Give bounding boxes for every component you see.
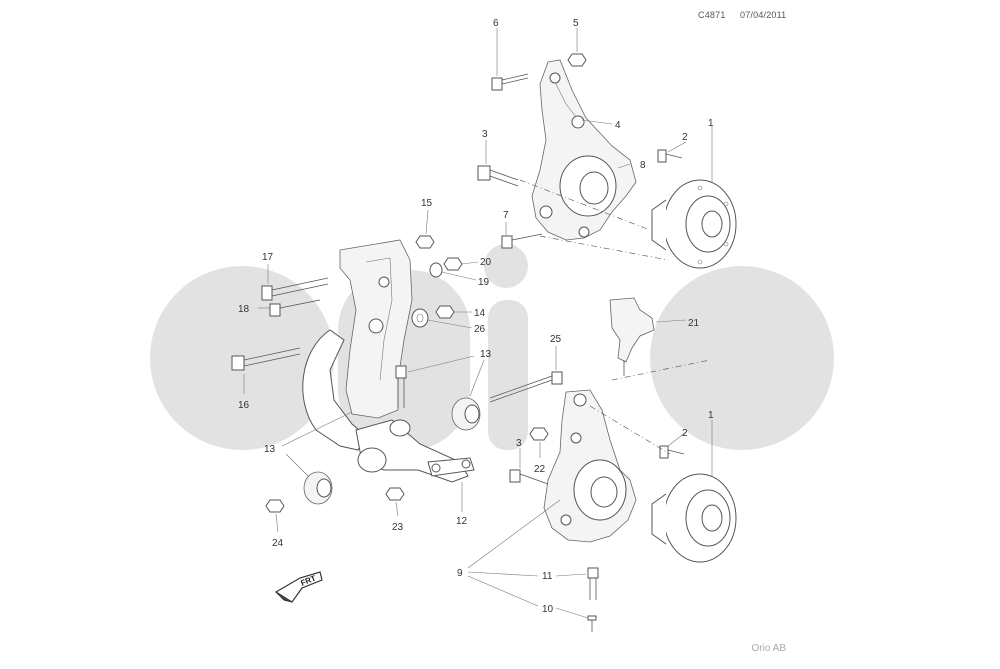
callout-2-upper: 2: [682, 132, 688, 143]
callout-13-lower: 13: [264, 444, 276, 455]
callout-9: 9: [457, 568, 463, 579]
callout-1-upper: 1: [708, 118, 714, 129]
diagram-code: C4871: [698, 10, 726, 20]
link-12: [427, 457, 475, 477]
screw-10: [587, 615, 597, 632]
bolt-17: [261, 277, 329, 301]
callout-16: 16: [238, 400, 250, 411]
bolt-25: [489, 371, 563, 403]
upper-steering-knuckle: [531, 59, 637, 241]
nut-20: [443, 257, 463, 271]
nut-23: [385, 487, 405, 501]
callout-15: 15: [421, 198, 433, 209]
bolt-11: [587, 567, 599, 600]
washer-26: [411, 308, 429, 328]
bolt-vertical-13: [395, 365, 407, 408]
callout-1-lower: 1: [708, 410, 714, 421]
callout-5: 5: [573, 18, 579, 29]
front-direction-arrow-icon: FRT: [274, 571, 323, 603]
footer-brand: Orio AB: [751, 643, 786, 654]
bolt-7: [501, 233, 543, 249]
callout-11: 11: [542, 571, 553, 582]
bolt-18: [269, 299, 321, 317]
callout-3-lower: 3: [516, 438, 522, 449]
nut-24: [265, 499, 285, 513]
bushing-13: [451, 397, 481, 431]
callout-8: 8: [640, 160, 646, 171]
bolt-3-upper: [477, 165, 519, 187]
callout-10: 10: [542, 604, 554, 615]
callout-17: 17: [262, 252, 274, 263]
diagram-date: 07/04/2011: [740, 10, 787, 20]
callout-21: 21: [688, 318, 700, 329]
callout-22: 22: [534, 464, 546, 475]
callout-3-upper: 3: [482, 129, 488, 140]
upper-wheel-hub: [651, 179, 737, 269]
subframe-bracket: [339, 239, 413, 419]
lower-steering-knuckle: [543, 389, 637, 543]
lower-wheel-hub: [651, 473, 737, 563]
callout-18: 18: [238, 304, 250, 315]
callout-24: 24: [272, 538, 284, 549]
washer-19: [429, 262, 443, 278]
orio-watermark-logo: [150, 244, 834, 450]
callout-6: 6: [493, 18, 499, 29]
callout-25: 25: [550, 334, 562, 345]
nut-14: [435, 305, 455, 319]
bushing-24-cylinder: [303, 471, 333, 505]
leader-lines: [243, 28, 713, 619]
callout-labels: 6 5 4 3 2 1 8 7 15 17 18 20 19 14 26 13 …: [238, 18, 714, 615]
callout-19: 19: [478, 277, 490, 288]
nut-15: [415, 235, 435, 249]
callout-13-upper: 13: [480, 349, 492, 360]
bolt-16: [231, 347, 301, 371]
bolt-2-lower: [659, 445, 685, 459]
bolt-2-upper: [657, 149, 683, 163]
callout-2-lower: 2: [682, 428, 688, 439]
callout-4: 4: [615, 120, 621, 131]
bolt-6: [491, 73, 529, 91]
callout-20: 20: [480, 257, 492, 268]
bolt-3-lower: [509, 469, 549, 485]
callout-12: 12: [456, 516, 468, 527]
callout-26: 26: [474, 324, 486, 335]
nut-5: [567, 53, 587, 67]
callout-23: 23: [392, 522, 404, 533]
nut-22: [529, 427, 549, 441]
callout-7: 7: [503, 210, 509, 221]
abs-sensor-21: [609, 297, 655, 376]
callout-14: 14: [474, 308, 486, 319]
